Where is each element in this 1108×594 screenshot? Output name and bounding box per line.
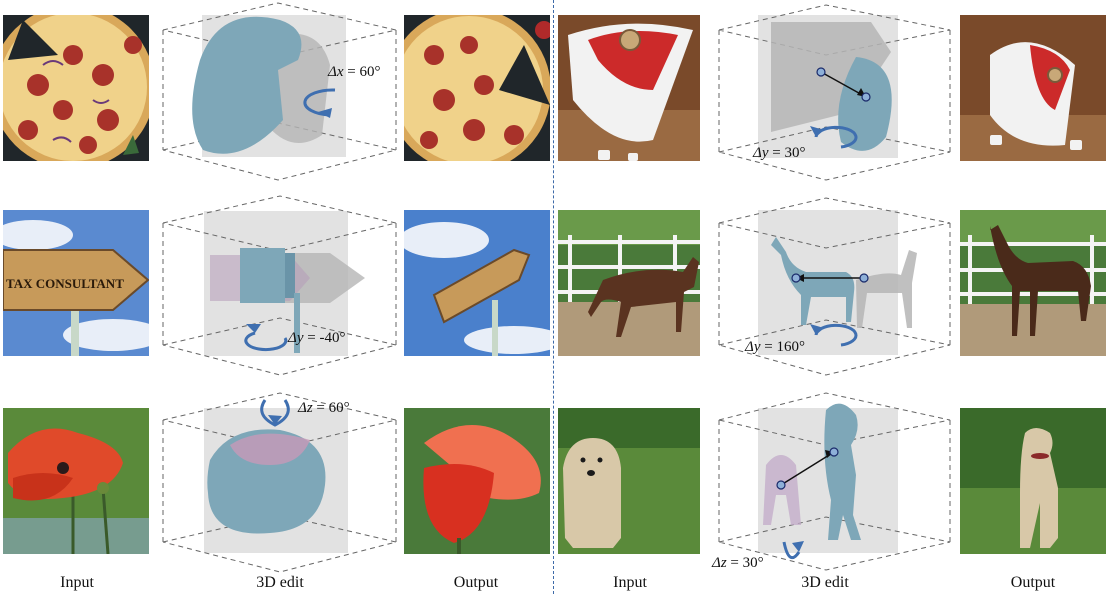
rotation-label-y: Δy = -40° (288, 330, 346, 346)
column-label-3d-edit-left: 3D edit (256, 574, 304, 591)
pillow-input-image (558, 15, 700, 161)
poppy-input-image (3, 408, 149, 554)
rotation-label-z: Δz = 30° (712, 555, 764, 571)
pillow-3d-edit: Δy = 30° (716, 2, 954, 185)
horse-input-image (558, 210, 700, 356)
sign-3d-edit: Δy = -40° (160, 193, 400, 378)
poppy-output-image (404, 408, 550, 554)
dog-3d-edit: Δz = 30° (712, 390, 954, 573)
rotation-label-x: Δx = 60° (328, 64, 381, 80)
rotation-label-z: Δz = 60° (298, 400, 350, 416)
sign-text: TAX CONSULTANT (6, 276, 124, 291)
rotation-label-y: Δy = 30° (753, 145, 806, 161)
column-label-output-left: Output (453, 574, 499, 591)
sign-input-image: TAX CONSULTANT (3, 210, 149, 356)
poppy-3d-edit: Δz = 60° (160, 390, 400, 575)
sign-output-image (404, 210, 550, 356)
pizza-output-image (404, 15, 550, 161)
column-label-input-right: Input (613, 574, 647, 591)
center-divider (553, 0, 554, 594)
column-label-output-right: Output (1010, 574, 1056, 591)
dog-output-image (960, 408, 1106, 554)
horse-output-image (960, 210, 1106, 356)
horse-3d-edit: Δy = 160° (716, 195, 954, 378)
pizza-input-image (3, 15, 149, 161)
pillow-output-image (960, 15, 1106, 161)
dog-input-image (558, 408, 700, 554)
rotation-label-y: Δy = 160° (745, 339, 805, 355)
pizza-3d-edit: Δx = 60° (160, 0, 400, 185)
column-label-3d-edit-right: 3D edit (801, 574, 849, 591)
column-label-input-left: Input (60, 574, 94, 591)
